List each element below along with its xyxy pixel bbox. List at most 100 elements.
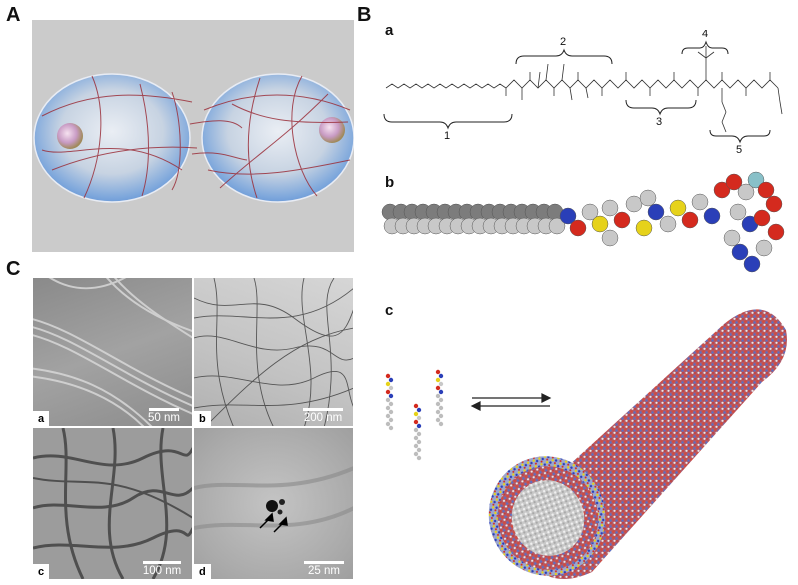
peptide-amphiphile-structure: 1 2 3 4 5: [376, 30, 792, 160]
right-nucleus: [319, 117, 345, 143]
carbonyls: [505, 72, 771, 96]
atom: [659, 215, 677, 233]
left-cell: [33, 73, 191, 203]
monomer-atom: [438, 405, 444, 411]
atom: [725, 173, 743, 191]
panel-A-cell-illustration: [32, 20, 354, 252]
monomer-atom: [413, 411, 419, 417]
left-nucleus: [57, 123, 83, 149]
tem-b-scale: 200 nm: [299, 408, 347, 424]
atom: [729, 203, 747, 221]
peptide-backbone: [505, 79, 779, 89]
tem-image-a: a 50 nm: [33, 278, 192, 426]
monomer-atom: [438, 389, 444, 395]
atom: [639, 189, 657, 207]
nanofibers: [41, 75, 351, 199]
segment-2-label: 2: [560, 36, 567, 48]
space-filling-model: [378, 168, 794, 288]
monomer-atom: [388, 409, 394, 415]
panel-Ba-letter: a: [385, 22, 394, 39]
atom: [723, 229, 741, 247]
atom: [669, 199, 687, 217]
gold-particle: [266, 500, 278, 512]
monomer-atom: [385, 413, 391, 419]
monomer-atom: [413, 427, 419, 433]
monomer-atom: [416, 407, 422, 413]
monomer-atom: [438, 397, 444, 403]
panel-A-letter: A: [6, 4, 21, 26]
monomer-atom: [435, 393, 441, 399]
monomer-atom: [435, 401, 441, 407]
monomer-atom: [416, 415, 422, 421]
equilibrium-arrows: [470, 393, 552, 411]
monomer-atom: [388, 401, 394, 407]
atom: [681, 211, 699, 229]
monomer-atom: [435, 369, 441, 375]
atom: [601, 199, 619, 217]
tem-image-d: d 25 nm: [194, 428, 353, 579]
monomer-atom: [413, 403, 419, 409]
monomer-atom: [385, 373, 391, 379]
atom: [613, 211, 631, 229]
atom: [581, 203, 599, 221]
monomer-atom: [385, 405, 391, 411]
monomer-atom: [388, 425, 394, 431]
atom: [713, 181, 731, 199]
atom: [755, 239, 773, 257]
atom: [691, 193, 709, 211]
atom: [747, 171, 765, 189]
side-chains: [521, 46, 783, 133]
monomer-atom: [438, 381, 444, 387]
monomer-atom: [438, 373, 444, 379]
monomer-atom: [388, 377, 394, 383]
monomer-atom: [413, 419, 419, 425]
monomer-atom: [388, 417, 394, 423]
pointer-arrows: [259, 512, 288, 533]
atom: [559, 207, 577, 225]
atom: [703, 207, 721, 225]
monomer-atom: [435, 377, 441, 383]
monomer-atom: [416, 455, 422, 461]
monomer-atom: [438, 421, 444, 427]
atom: [601, 229, 619, 247]
nanofiber-cylinder: [488, 309, 787, 579]
monomer-atom: [435, 417, 441, 423]
segment-4-label: 4: [702, 30, 709, 40]
monomer-atom: [413, 451, 419, 457]
monomer-atom: [388, 393, 394, 399]
segment-3-label: 3: [656, 116, 663, 128]
monomer-atom: [388, 385, 394, 391]
atom: [591, 215, 609, 233]
atom: [635, 219, 653, 237]
monomer-atom: [385, 397, 391, 403]
tem-a-scale: 50 nm: [142, 408, 186, 424]
nanofiber-assembly-model: [372, 290, 792, 582]
alkyl-tail: [385, 83, 507, 89]
atom: [765, 195, 783, 213]
monomer-atom: [416, 447, 422, 453]
segment-5-label: 5: [736, 144, 743, 156]
panel-B-letter: B: [357, 4, 372, 26]
monomer-atom: [413, 435, 419, 441]
monomer-atom: [385, 381, 391, 387]
tem-image-c: c 100 nm: [33, 428, 192, 579]
atom: [569, 219, 587, 237]
segment-1-label: 1: [444, 130, 451, 142]
atom: [753, 209, 771, 227]
tem-d-scale: 25 nm: [301, 561, 347, 577]
tem-b-label: b: [194, 411, 211, 426]
panel-Bc-letter: c: [385, 302, 394, 319]
monomer-atom: [416, 431, 422, 437]
panel-C-letter: C: [6, 258, 21, 280]
atom: [548, 217, 566, 235]
atom: [767, 223, 785, 241]
atom: [647, 203, 665, 221]
atom: [625, 195, 643, 213]
atom: [731, 243, 749, 261]
tem-c-label: c: [33, 564, 50, 579]
monomer-molecules: [385, 369, 444, 461]
monomer-atom: [413, 443, 419, 449]
atom: [757, 181, 775, 199]
atom: [737, 183, 755, 201]
monomer-atom: [385, 421, 391, 427]
